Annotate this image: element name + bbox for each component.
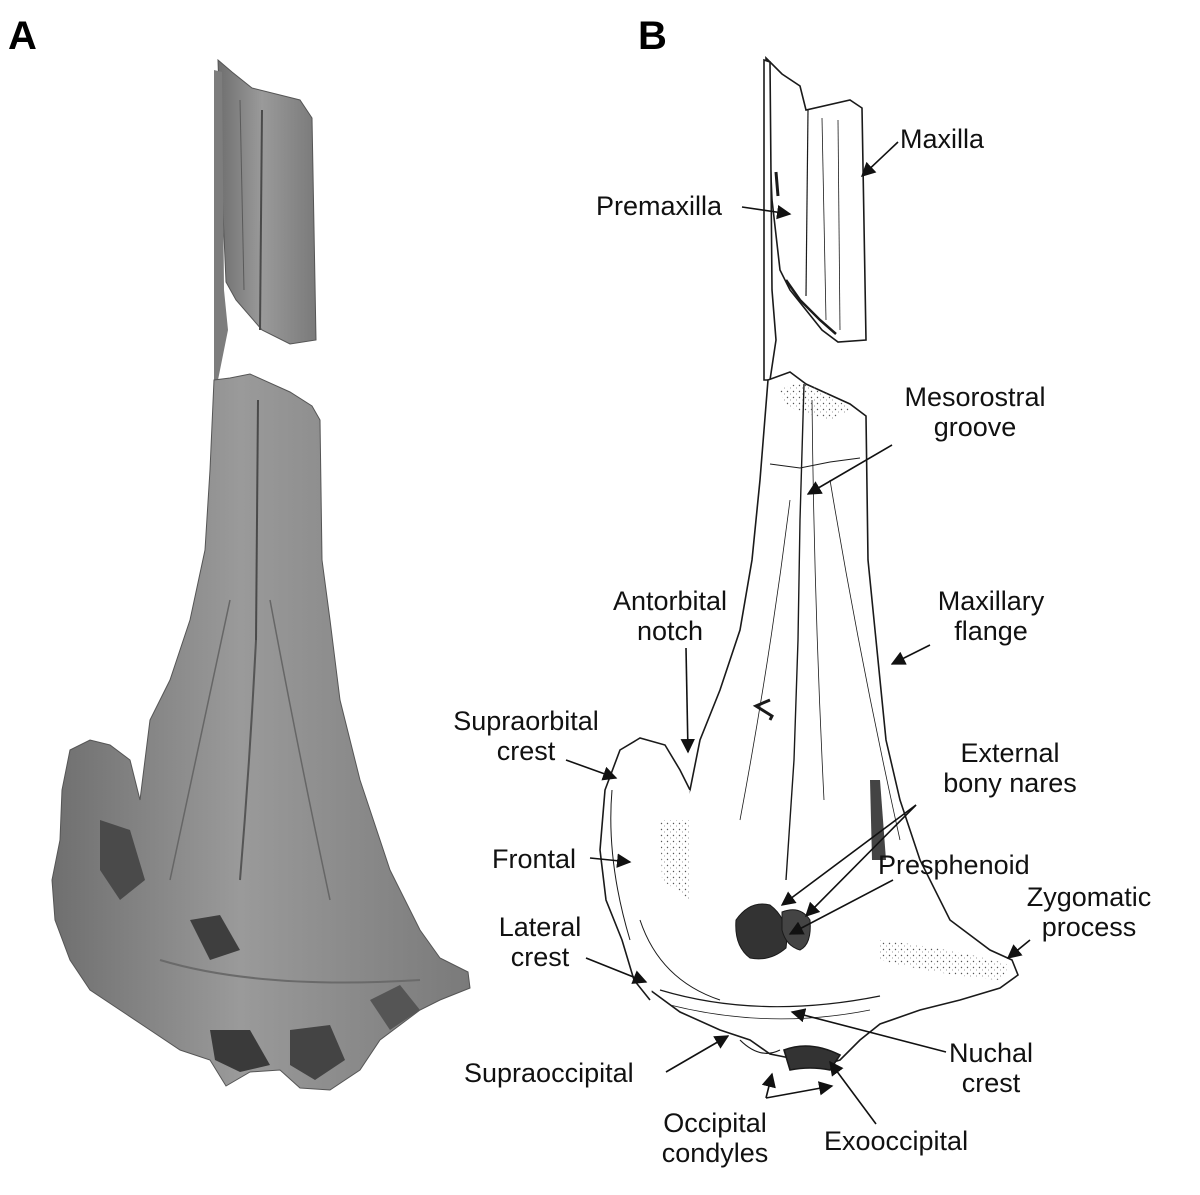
- label-antorbital-line1: Antorbital: [612, 586, 728, 616]
- arrow-lateral-crest: [585, 957, 648, 984]
- arrow-maxillary-flange: [890, 644, 931, 665]
- leader-arrows: [565, 141, 1031, 1125]
- label-mesorostral-line2: groove: [933, 412, 1017, 442]
- label-occipital-condyles: Occipital condyles: [640, 1108, 790, 1168]
- arrow-occipital-2: [765, 1081, 834, 1099]
- arrow-mesorostral: [806, 444, 893, 495]
- drawing-rostrum-upper: [765, 55, 867, 343]
- label-antorbital-line2: notch: [636, 616, 704, 646]
- label-mesorostral-groove: Mesorostral groove: [880, 382, 1070, 442]
- label-premaxilla: Premaxilla: [596, 191, 723, 221]
- label-lateral-crest: Lateral crest: [490, 912, 590, 972]
- label-nuchal-crest-line1: Nuchal: [948, 1038, 1034, 1068]
- arrow-occipital-1: [761, 1072, 776, 1099]
- arrow-nares-1: [780, 804, 917, 906]
- drawing-nuchal-crest: [659, 989, 881, 1008]
- label-occipital-condyles-line1: Occipital: [663, 1108, 767, 1138]
- label-nuchal-crest: Nuchal crest: [936, 1038, 1046, 1098]
- drawing-external-nares: [735, 903, 788, 960]
- panel-b-letter: B: [638, 14, 667, 58]
- label-external-nares-line1: External: [960, 738, 1060, 768]
- label-external-bony-nares: External bony nares: [926, 738, 1094, 798]
- label-maxillary-flange-line2: flange: [954, 616, 1028, 646]
- label-frontal: Frontal: [492, 844, 577, 874]
- label-presphenoid: Presphenoid: [878, 850, 1030, 880]
- arrow-presphenoid: [788, 879, 894, 935]
- arrow-supraorbital: [565, 759, 618, 781]
- fossil-photo: [51, 58, 471, 1091]
- label-lateral-crest-line2: crest: [510, 942, 570, 972]
- arrow-supraoccipital: [665, 1035, 730, 1073]
- skull-drawing: [599, 55, 1019, 1071]
- label-zygomatic-line1: Zygomatic: [1026, 882, 1152, 912]
- fossil-main-body: [51, 373, 471, 1091]
- label-supraorbital-line2: crest: [496, 736, 556, 766]
- arrow-nares-2: [804, 804, 917, 918]
- drawing-supraorbital-crest: [599, 737, 691, 1001]
- label-exooccipital: Exooccipital: [824, 1126, 969, 1156]
- label-supraorbital-line1: Supraorbital: [453, 706, 599, 736]
- label-occipital-condyles-line2: condyles: [661, 1138, 769, 1168]
- arrow-premaxilla: [741, 205, 792, 220]
- label-zygomatic-line2: process: [1041, 912, 1137, 942]
- label-antorbital-notch: Antorbital notch: [590, 586, 750, 646]
- arrow-antorbital: [680, 647, 695, 754]
- arrow-maxilla: [860, 141, 899, 177]
- label-mesorostral-line1: Mesorostral: [904, 382, 1046, 412]
- arrow-frontal: [589, 853, 632, 868]
- arrow-nuchal: [790, 1008, 947, 1053]
- fossil-rostrum-sliver: [214, 70, 228, 380]
- label-nuchal-crest-line2: crest: [961, 1068, 1021, 1098]
- label-external-nares-line2: bony nares: [943, 768, 1077, 798]
- label-maxillary-flange: Maxillary flange: [916, 586, 1066, 646]
- arrow-zygomatic: [1006, 939, 1031, 959]
- label-maxillary-flange-line1: Maxillary: [937, 586, 1045, 616]
- label-supraorbital-crest: Supraorbital crest: [436, 706, 616, 766]
- label-supraoccipital: Supraoccipital: [464, 1058, 634, 1088]
- panel-a-letter: A: [8, 14, 37, 58]
- label-lateral-crest-line1: Lateral: [498, 912, 582, 942]
- label-maxilla: Maxilla: [900, 124, 985, 154]
- label-zygomatic-process: Zygomatic process: [1014, 882, 1164, 942]
- arrow-exooccipital: [829, 1060, 877, 1125]
- fossil-rostrum-upper: [217, 58, 317, 345]
